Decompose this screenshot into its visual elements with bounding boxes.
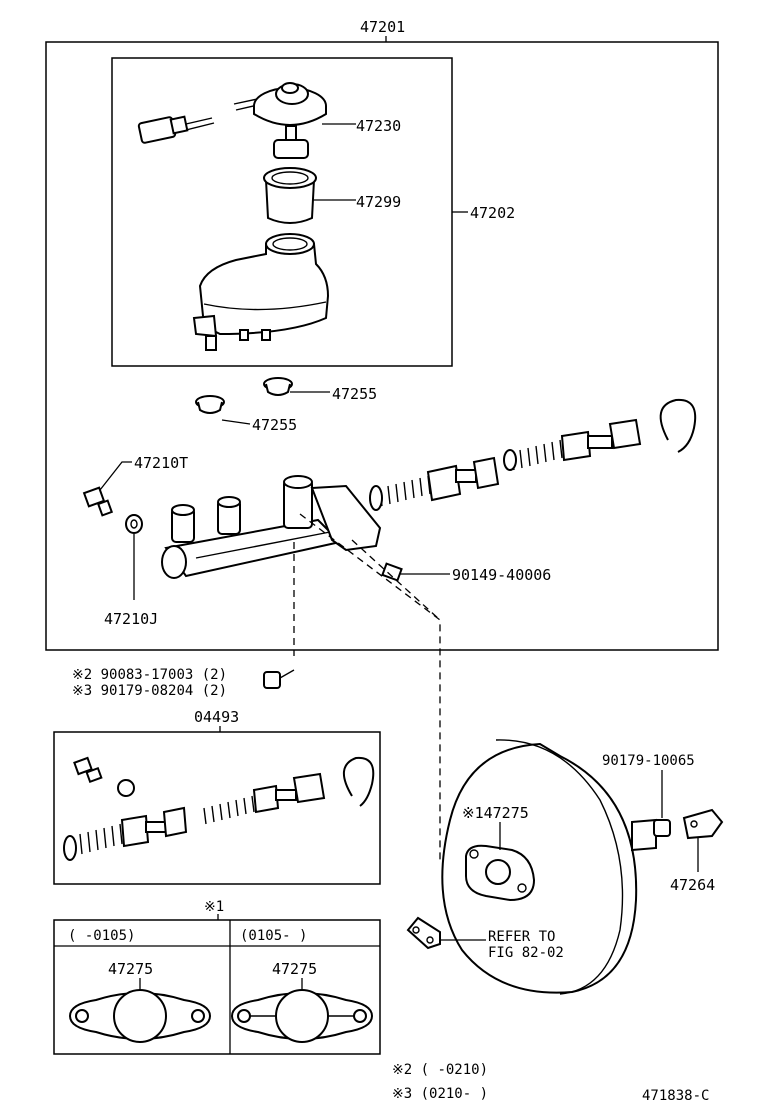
label-47255-a: 47255 <box>332 385 377 403</box>
label-booster-gasket: ※147275 <box>462 804 529 822</box>
piston-spring-icon <box>369 418 642 511</box>
label-90179-10065: 90179-10065 <box>602 753 695 769</box>
label-note2-part: ※2 90083-17003 (2) <box>72 667 227 683</box>
label-47230: 47230 <box>356 117 401 135</box>
label-refer-line1: REFER TO <box>488 929 555 945</box>
label-47210T: 47210T <box>134 454 188 472</box>
clevis-icon <box>682 808 724 840</box>
label-note3-part: ※3 90179-08204 (2) <box>72 683 227 699</box>
footnote-3: ※3 (0210- ) <box>392 1086 488 1102</box>
col-right-range: (0105- ) <box>240 928 307 944</box>
label-47275-right: 47275 <box>272 960 317 978</box>
booster-gasket-icon <box>68 989 374 1043</box>
reservoir-tank-icon <box>192 233 330 351</box>
assembly-box-47201 <box>45 41 719 651</box>
reservoir-cap-icon <box>137 82 327 159</box>
union-bolt-icon <box>82 486 114 517</box>
label-47264: 47264 <box>670 876 715 894</box>
label-note1: ※1 <box>204 899 224 915</box>
nut-icon <box>263 671 281 689</box>
label-47210J: 47210J <box>104 610 158 628</box>
label-47275-left: 47275 <box>108 960 153 978</box>
grommet-icon <box>195 377 293 414</box>
label-47202: 47202 <box>470 204 515 222</box>
col-left-range: ( -0105) <box>68 928 135 944</box>
label-47255-b: 47255 <box>252 416 297 434</box>
label-refer-line2: FIG 82-02 <box>488 945 564 961</box>
note1-table <box>53 919 381 1055</box>
kit-box-04493 <box>53 731 381 885</box>
label-90149-40006: 90149-40006 <box>452 566 551 584</box>
label-04493: 04493 <box>194 708 239 726</box>
label-47201: 47201 <box>360 18 405 36</box>
gasket-washer-icon <box>125 514 143 534</box>
figure-id: 471838-C <box>642 1088 709 1104</box>
snap-ring-icon <box>659 398 697 453</box>
screw-icon <box>381 562 403 582</box>
strainer-icon <box>263 167 317 224</box>
master-cylinder-body-icon <box>161 475 382 579</box>
footnote-2: ※2 ( -0210) <box>392 1062 488 1078</box>
nut-booster-icon <box>653 819 671 837</box>
kit-parts-icon <box>63 756 375 861</box>
booster-bracket-icon <box>406 916 441 950</box>
brake-booster-icon <box>441 739 657 995</box>
label-47299: 47299 <box>356 193 401 211</box>
